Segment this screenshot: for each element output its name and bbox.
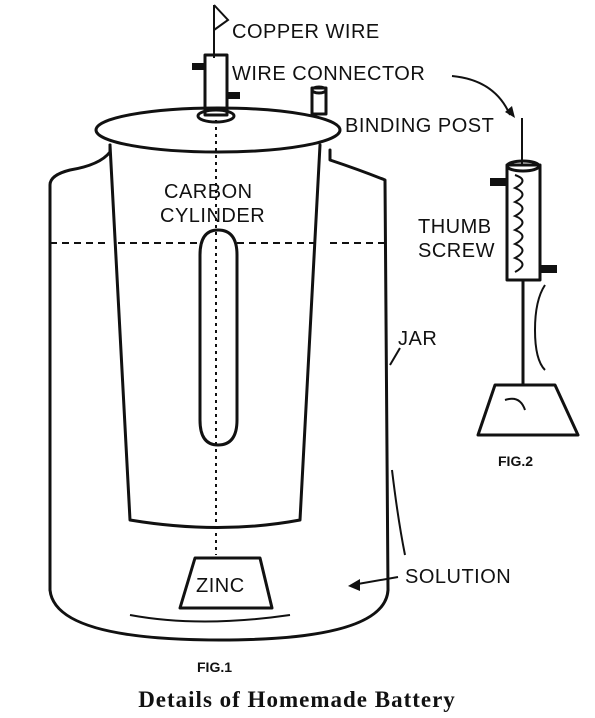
copper-wire-label: COPPER WIRE [232,21,380,43]
binding-post-label: BINDING POST [345,115,494,137]
thumb-label: THUMB [418,216,492,238]
copper-wire [213,4,230,555]
fig1-label: FIG.1 [197,659,232,675]
cylinder-label: CYLINDER [160,205,265,227]
fig2-label: FIG.2 [498,453,533,469]
caption: Details of Homemade Battery [138,687,456,712]
wire-connector-label: WIRE CONNECTOR [232,63,425,85]
carbon-cylinder [94,106,342,529]
jar [48,143,406,642]
binding-post [310,85,328,116]
carbon-label: CARBON [164,181,253,203]
screw-label: SCREW [418,240,495,262]
leader-lines [348,75,515,591]
zinc-label: ZINC [196,575,245,597]
solution-label: SOLUTION [405,566,511,588]
jar-label: JAR [398,328,437,350]
thumb-screw-assembly [476,118,580,437]
zinc-block [178,556,274,610]
